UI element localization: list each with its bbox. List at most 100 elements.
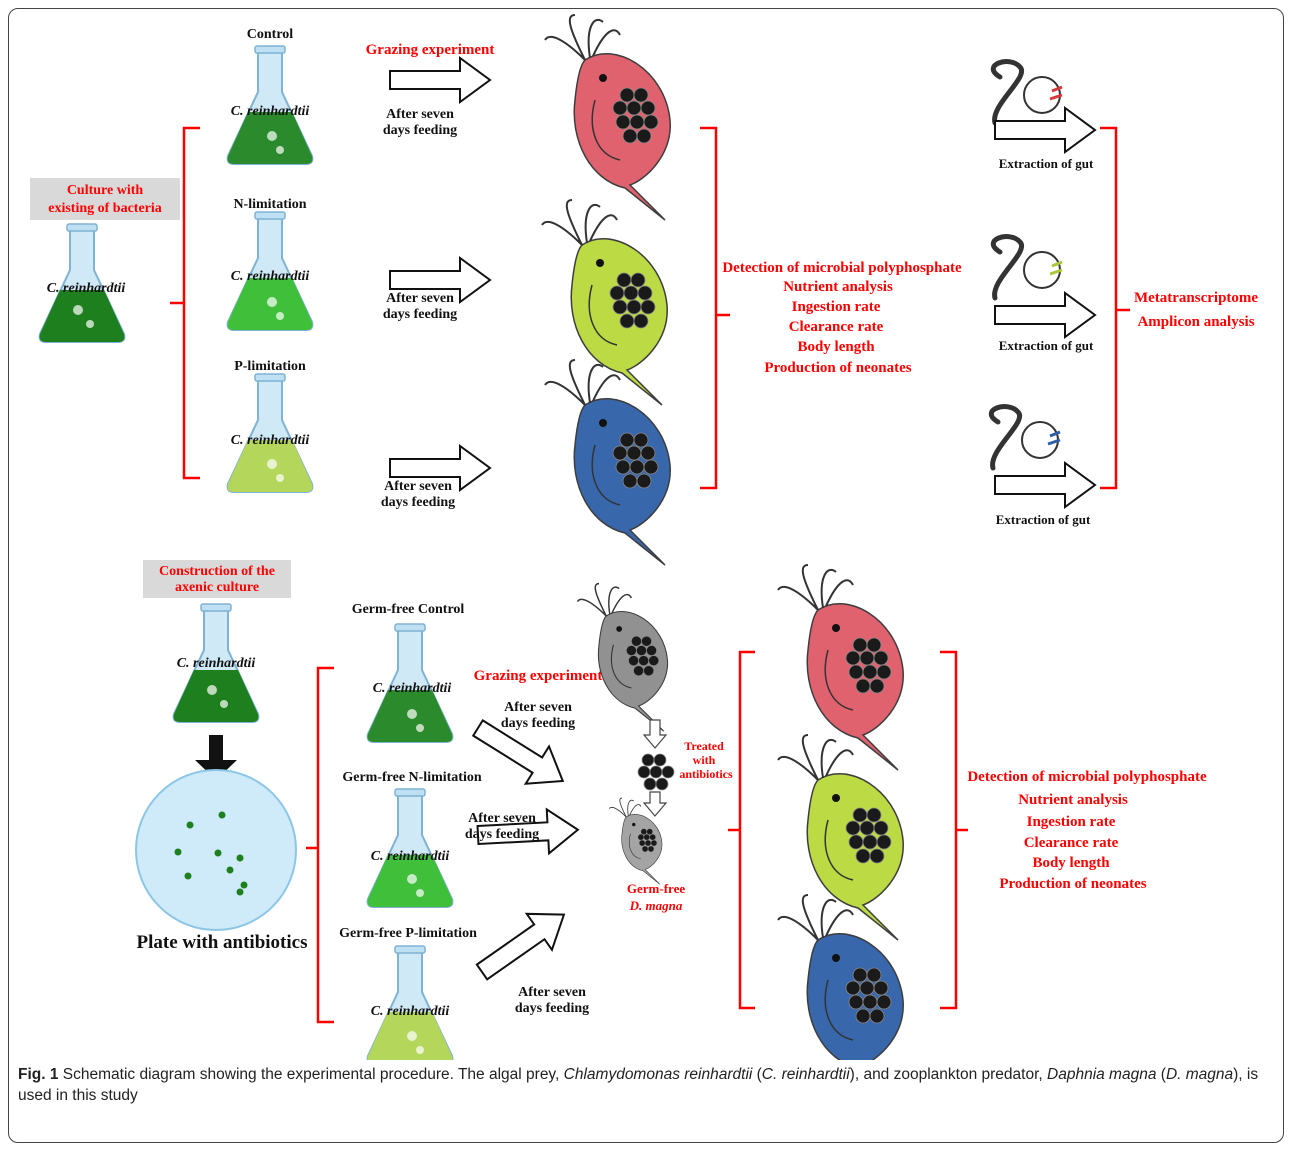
figure-frame bbox=[8, 8, 1284, 1143]
left-bracket-top bbox=[170, 126, 200, 480]
figure-label: Fig. 1 bbox=[18, 1066, 59, 1083]
germ-free-n-label: Germ-free N-limitation bbox=[342, 770, 482, 785]
germ-free-control-flask bbox=[366, 623, 454, 743]
analyses-list-top: Detection of microbial polyphosphate Nut… bbox=[722, 260, 962, 376]
right-bracket-top bbox=[1100, 126, 1130, 490]
grazing-experiment-bottom: Grazing experiment bbox=[474, 668, 603, 684]
axenic-flask bbox=[172, 603, 260, 723]
daphnia-green-top bbox=[541, 199, 669, 406]
extraction-gut-1: Extraction of gut bbox=[999, 156, 1094, 171]
germ-free-control-species: C. reinhardtii bbox=[373, 681, 452, 696]
middle-bracket-bottom bbox=[728, 650, 755, 1010]
germ-free-n-flask bbox=[366, 788, 454, 908]
analysis-clearance-top: Clearance rate bbox=[789, 319, 884, 335]
p-limitation-species: C. reinhardtii bbox=[231, 433, 310, 448]
germ-free-p-flask bbox=[366, 945, 454, 1060]
egg-cluster bbox=[637, 753, 675, 791]
days-feeding-1: days feeding bbox=[383, 123, 457, 138]
extraction-gut-2: Extraction of gut bbox=[999, 338, 1094, 353]
analysis-polyphosphate-bottom: Detection of microbial polyphosphate bbox=[967, 769, 1207, 785]
axenic-flask-label: C. reinhardtii bbox=[177, 656, 256, 671]
germ-free-control-label: Germ-free Control bbox=[352, 602, 465, 617]
days-feeding-6: days feeding bbox=[515, 1001, 589, 1016]
germ-free-label: Germ-free bbox=[627, 881, 685, 896]
grazing-experiment-top: Grazing experiment bbox=[366, 42, 495, 58]
days-feeding-3: days feeding bbox=[381, 495, 455, 510]
treated-line1: Treated bbox=[684, 739, 724, 753]
days-feeding-2: days feeding bbox=[383, 307, 457, 322]
p-limitation-label: P-limitation bbox=[234, 359, 306, 374]
after-seven-6: After seven bbox=[518, 985, 586, 1000]
analysis-ingestion-top: Ingestion rate bbox=[792, 299, 881, 315]
germ-free-p-label: Germ-free P-limitation bbox=[339, 926, 477, 941]
caption-text-1: Schematic diagram showing the experiment… bbox=[58, 1066, 564, 1083]
analysis-nutrient-bottom: Nutrient analysis bbox=[1018, 792, 1128, 808]
control-flask bbox=[226, 45, 314, 165]
caption-text-5: ), is used in this study bbox=[18, 1066, 1259, 1104]
daphnia-red-bottom bbox=[777, 564, 905, 771]
extraction-gut-3: Extraction of gut bbox=[996, 512, 1091, 527]
n-limitation-species: C. reinhardtii bbox=[231, 269, 310, 284]
daphnia-blue-bottom bbox=[777, 894, 905, 1060]
analyses-list-bottom: Detection of microbial polyphosphate Nut… bbox=[967, 769, 1207, 892]
gut-icon-red bbox=[993, 62, 1063, 123]
d-magna-label: D. magna bbox=[629, 898, 683, 913]
amplicon-analysis-label: Amplicon analysis bbox=[1137, 314, 1254, 330]
culture-label-line2: existing of bacteria bbox=[48, 201, 162, 216]
caption-text-3: ), and zooplankton predator, bbox=[849, 1066, 1048, 1083]
after-seven-4: After seven bbox=[504, 700, 572, 715]
n-limitation-flask bbox=[226, 211, 314, 331]
after-seven-5: After seven bbox=[468, 811, 536, 826]
culture-label-box bbox=[30, 178, 180, 220]
germ-free-n-species: C. reinhardtii bbox=[371, 849, 450, 864]
caption-text-4: ( bbox=[1156, 1066, 1166, 1083]
caption-abbrev-daphnia: D. magna bbox=[1165, 1066, 1234, 1083]
source-flask bbox=[38, 223, 126, 343]
treated-line3: antibiotics bbox=[679, 767, 733, 781]
after-seven-2: After seven bbox=[386, 291, 454, 306]
analysis-body-length-top: Body length bbox=[797, 339, 875, 355]
treated-line2: with bbox=[693, 753, 716, 767]
extraction-arrow-3 bbox=[994, 462, 1096, 508]
days-feeding-5: days feeding bbox=[465, 827, 539, 842]
control-species: C. reinhardtii bbox=[231, 104, 310, 119]
down-arrow bbox=[195, 735, 237, 780]
extraction-arrow-2 bbox=[994, 292, 1096, 338]
analysis-polyphosphate-top: Detection of microbial polyphosphate bbox=[722, 260, 962, 276]
analysis-body-length-bottom: Body length bbox=[1032, 855, 1110, 871]
analysis-clearance-bottom: Clearance rate bbox=[1024, 835, 1119, 851]
source-flask-label: C. reinhardtii bbox=[47, 281, 126, 296]
small-arrow-2 bbox=[642, 791, 668, 817]
plate-label: Plate with antibiotics bbox=[137, 932, 308, 953]
control-label: Control bbox=[247, 27, 294, 42]
after-seven-3: After seven bbox=[384, 479, 452, 494]
small-arrow-1 bbox=[642, 719, 668, 749]
experimental-procedure-diagram: Culture with existing of bacteria C. rei… bbox=[30, 14, 1258, 1060]
caption-abbrev-algae: C. reinhardtii bbox=[761, 1066, 850, 1083]
after-seven-1: After seven bbox=[386, 107, 454, 122]
analysis-neonates-bottom: Production of neonates bbox=[999, 876, 1146, 892]
germ-free-p-species: C. reinhardtii bbox=[371, 1004, 450, 1019]
middle-bracket-top bbox=[700, 126, 730, 490]
figure-caption: Fig. 1 Schematic diagram showing the exp… bbox=[18, 1064, 1268, 1106]
caption-text-2: ( bbox=[752, 1066, 762, 1083]
axenic-label-box bbox=[143, 560, 291, 598]
axenic-label-line1: Construction of the bbox=[159, 564, 275, 579]
daphnia-green-bottom bbox=[777, 734, 905, 941]
metatranscriptome-label: Metatranscriptome bbox=[1134, 290, 1258, 306]
p-limitation-flask bbox=[226, 373, 314, 493]
caption-genus-algae: Chlamydomonas reinhardtii bbox=[563, 1066, 753, 1083]
extraction-arrow-1 bbox=[994, 107, 1096, 153]
analysis-ingestion-bottom: Ingestion rate bbox=[1027, 814, 1116, 830]
n-limitation-label: N-limitation bbox=[233, 197, 306, 212]
daphnia-red-top bbox=[544, 14, 672, 221]
gut-icon-blue bbox=[991, 407, 1061, 468]
feeding-arrow-control bbox=[389, 57, 491, 103]
analysis-neonates-top: Production of neonates bbox=[764, 360, 911, 376]
axenic-label-line2: axenic culture bbox=[175, 580, 259, 595]
antibiotic-plate bbox=[135, 769, 297, 931]
culture-label-line1: Culture with bbox=[67, 183, 144, 198]
left-bracket-bottom bbox=[306, 666, 334, 1024]
gut-icon-green bbox=[993, 237, 1063, 298]
caption-genus-daphnia: Daphnia magna bbox=[1047, 1066, 1157, 1083]
